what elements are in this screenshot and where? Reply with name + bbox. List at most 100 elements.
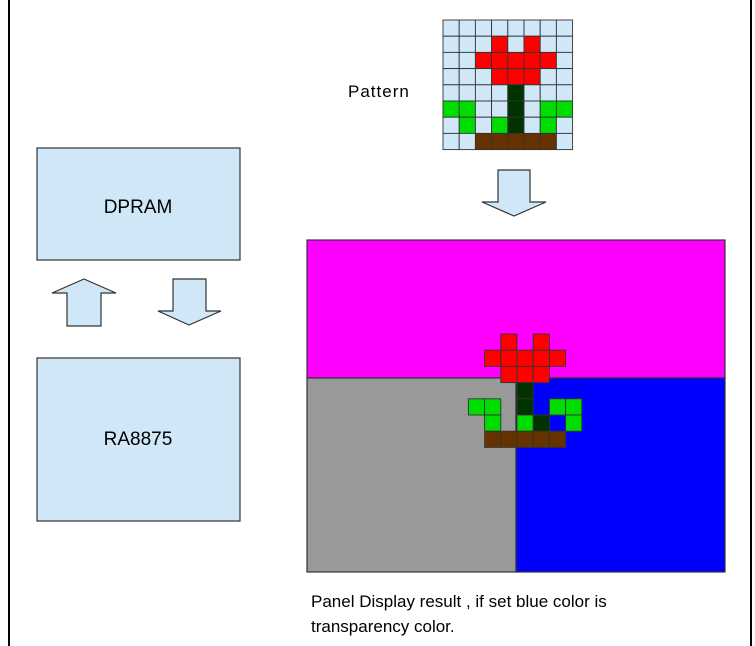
pattern-pixel-background [459, 36, 475, 52]
pattern-pixel-background [556, 20, 572, 36]
overlay-pixel-soil [549, 431, 565, 447]
pattern-pixel-stem [508, 101, 524, 117]
pattern-label: Pattern [348, 82, 410, 101]
pattern-pixel-soil [492, 133, 508, 149]
overlay-pixel-stem [533, 415, 549, 431]
overlay-pixel-red [501, 334, 517, 350]
overlay-pixel-red [517, 366, 533, 382]
overlay-pixel-red [533, 366, 549, 382]
pattern-pixel-background [459, 133, 475, 149]
pattern-pixel-background [540, 20, 556, 36]
pattern-pixel-background [508, 20, 524, 36]
pattern-pixel-soil [475, 133, 491, 149]
pattern-pixel-red [508, 69, 524, 85]
pattern-pixel-background [443, 69, 459, 85]
overlay-pixel-green [566, 399, 582, 415]
pattern-pixel-background [459, 85, 475, 101]
pattern-pixel-background [524, 85, 540, 101]
pattern-pixel-red [475, 52, 491, 68]
overlay-pixel-soil [517, 431, 533, 447]
overlay-pixel-green [468, 399, 484, 415]
pattern-pixel-stem [508, 117, 524, 133]
overlay-pixel-green [485, 415, 501, 431]
pattern-pixel-background [556, 36, 572, 52]
pattern-pixel-background [443, 52, 459, 68]
overlay-pixel-green [517, 415, 533, 431]
pattern-pixel-background [556, 52, 572, 68]
pattern-pixel-red [524, 69, 540, 85]
pattern-pixel-soil [508, 133, 524, 149]
pattern-pixel-green [492, 117, 508, 133]
pattern-pixel-soil [524, 133, 540, 149]
pattern-pixel-red [492, 52, 508, 68]
panel-display [307, 240, 725, 572]
overlay-pixel-stem [517, 383, 533, 399]
pattern-pixel-background [459, 52, 475, 68]
pattern-pixel-background [475, 117, 491, 133]
pattern-pixel-red [524, 36, 540, 52]
pattern-pixel-red [492, 36, 508, 52]
pattern-pixel-background [459, 69, 475, 85]
pattern-pixel-background [475, 85, 491, 101]
overlay-pixel-red [501, 350, 517, 366]
pattern-pixel-background [443, 20, 459, 36]
dpram-label: DPRAM [104, 197, 173, 218]
pattern-pixel-background [492, 85, 508, 101]
pattern-pixel-background [556, 133, 572, 149]
overlay-pixel-soil [485, 431, 501, 447]
overlay-pixel-red [533, 350, 549, 366]
overlay-pixel-green [549, 399, 565, 415]
pattern-pixel-background [459, 20, 475, 36]
overlay-pixel-soil [533, 431, 549, 447]
pattern-pixel-background [556, 117, 572, 133]
pattern-pixel-green [556, 101, 572, 117]
pattern-pixel-background [443, 133, 459, 149]
pattern-pixel-background [475, 36, 491, 52]
overlay-pixel-red [549, 350, 565, 366]
pattern-pixel-background [443, 117, 459, 133]
pattern-pixel-green [459, 117, 475, 133]
overlay-pixel-red [517, 350, 533, 366]
pattern-pixel-background [492, 20, 508, 36]
pattern-pixel-red [540, 52, 556, 68]
pattern-pixel-red [508, 52, 524, 68]
pattern-pixel-green [540, 117, 556, 133]
overlay-pixel-soil [501, 431, 517, 447]
pattern-pixel-stem [508, 85, 524, 101]
pattern-pixel-background [524, 20, 540, 36]
pattern-pixel-red [524, 52, 540, 68]
overlay-pixel-stem [517, 399, 533, 415]
overlay-pixel-green [485, 399, 501, 415]
pattern-pixel-green [443, 101, 459, 117]
pattern-pixel-background [524, 117, 540, 133]
pattern-pixel-background [475, 101, 491, 117]
ra8875-block: RA8875 [37, 358, 240, 521]
pattern-pixel-background [556, 69, 572, 85]
up-arrow-icon [52, 279, 116, 326]
pattern-pixel-soil [540, 133, 556, 149]
pattern-to-panel-arrow-icon [482, 170, 546, 216]
pattern-pixel-green [459, 101, 475, 117]
down-arrow-icon [158, 279, 221, 325]
pattern-pixel-green [540, 101, 556, 117]
overlay-pixel-red [485, 350, 501, 366]
overlay-pixel-red [533, 334, 549, 350]
panel-caption-line1: Panel Display result , if set blue color… [311, 592, 607, 611]
panel-blue-region [516, 378, 725, 572]
pattern-pixel-background [508, 36, 524, 52]
pattern-pixel-background [443, 36, 459, 52]
overlay-pixel-green [566, 415, 582, 431]
pattern-pixel-background [556, 85, 572, 101]
pattern-pixel-background [540, 85, 556, 101]
pattern-pixel-background [540, 36, 556, 52]
pattern-pixel-red [492, 69, 508, 85]
pattern-pixel-background [524, 101, 540, 117]
pattern-pixel-background [492, 101, 508, 117]
panel-caption-line2: transparency color. [311, 617, 455, 636]
pattern-pixel-background [475, 69, 491, 85]
dpram-block: DPRAM [37, 148, 240, 260]
pattern-pixel-background [540, 69, 556, 85]
pattern-pixel-background [475, 20, 491, 36]
pattern-pixel-background [443, 85, 459, 101]
